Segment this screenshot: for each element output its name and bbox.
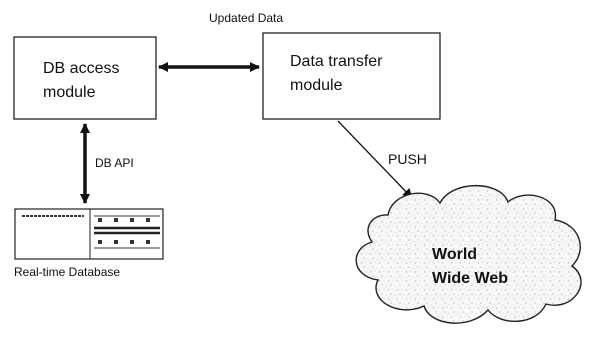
db-access-module-label-line2: module [43, 84, 96, 101]
cloud-shape [355, 184, 582, 324]
cloud-label-line2: Wide Web [432, 270, 508, 287]
db-access-module-label-line1: DB access [43, 60, 119, 77]
push-arrow [337, 120, 413, 199]
database-cells-row2 [98, 240, 150, 244]
world-wide-web-cloud: World Wide Web [355, 184, 582, 324]
database-cells-row1 [98, 218, 150, 222]
realtime-database-icon [14, 208, 164, 260]
data-transfer-module-label-line1: Data transfer [290, 53, 383, 70]
updated-data-label: Updated Data [209, 11, 283, 25]
cloud-label-line1: World [432, 246, 477, 263]
db-access-module-box [13, 36, 157, 120]
push-label: PUSH [388, 151, 427, 167]
db-access-module: DB access module [13, 36, 157, 120]
realtime-database-label: Real-time Database [14, 265, 120, 279]
db-api-label: DB API [95, 156, 134, 170]
data-transfer-module: Data transfer module [262, 32, 441, 120]
data-transfer-module-box [262, 32, 441, 120]
data-transfer-module-label-line2: module [290, 77, 343, 94]
